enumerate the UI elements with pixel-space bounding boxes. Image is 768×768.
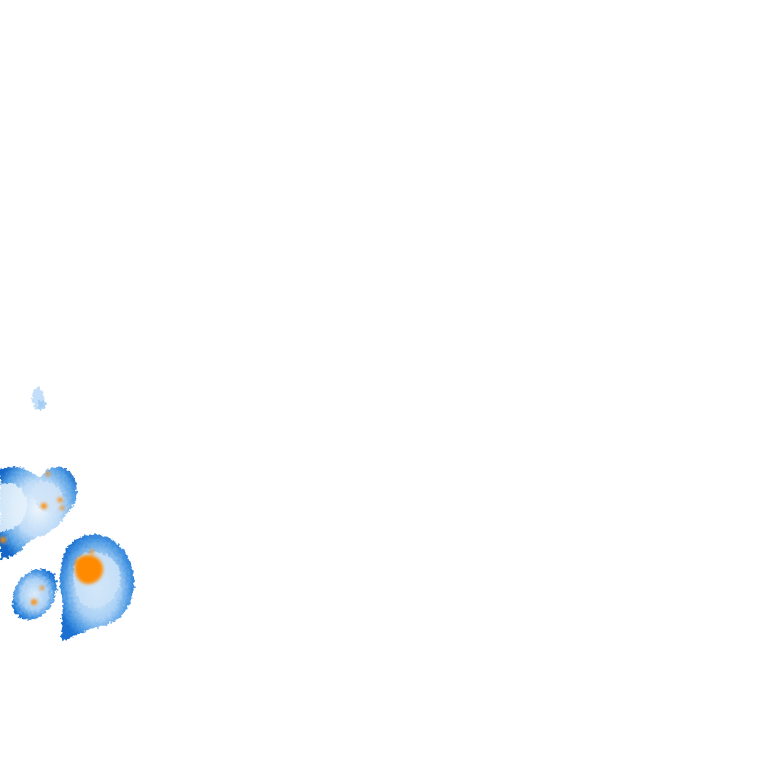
orange-spots-lower [31, 586, 44, 605]
faint-fragment [32, 387, 46, 410]
cell-nucleus-orange [74, 550, 104, 584]
cell-small-lower [12, 569, 57, 620]
cell-large [60, 534, 135, 640]
cell-cluster-upper [0, 466, 77, 560]
orange-spots-upper [0, 472, 64, 543]
